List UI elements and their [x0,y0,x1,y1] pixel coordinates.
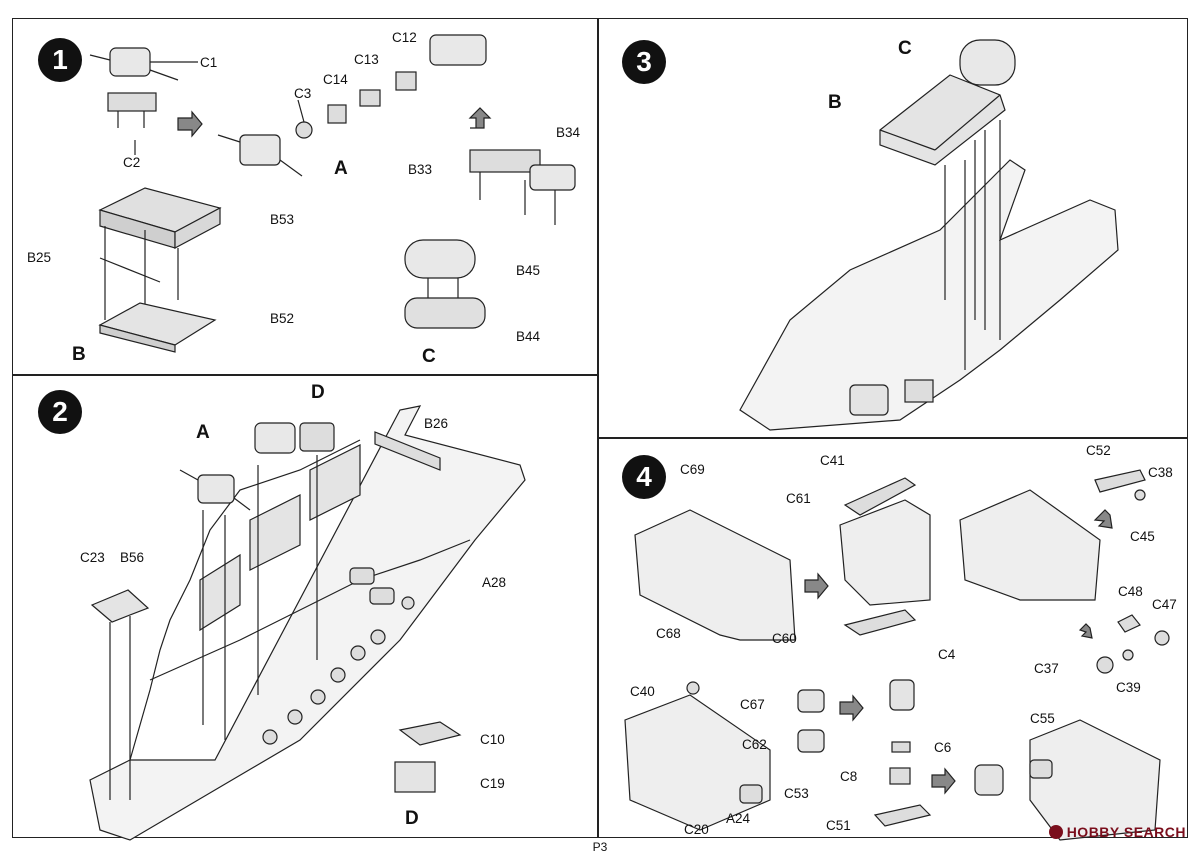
subassembly-label-d-bottom: D [405,808,419,829]
part-label-c23: C23 [80,550,105,565]
part-label-b56: B56 [120,550,145,565]
part-label-c14: C14 [323,72,348,87]
part-label-c8: C8 [840,769,858,784]
part-label-c48: C48 [1118,584,1143,599]
part-label-c52: C52 [1086,443,1111,458]
page-number: P3 [592,840,608,854]
part-label-c2: C2 [123,155,141,170]
part-label-c51: C51 [826,818,851,833]
step-number-4: 4 [622,455,666,499]
part-label-c61: C61 [786,491,811,506]
step1-panel [12,18,598,375]
part-label-c3: C3 [294,86,312,101]
watermark-logo-icon [1048,825,1063,839]
subassembly-label-a-step2: A [196,422,210,443]
part-label-c1: C1 [200,55,218,70]
part-label-c53: C53 [784,786,809,801]
part-label-c38: C38 [1148,465,1173,480]
part-label-b25: B25 [27,250,52,265]
part-label-c55: C55 [1030,711,1055,726]
watermark-text: HOBBY SEARCH [1066,824,1186,840]
part-label-a24: A24 [726,811,751,826]
part-label-c41: C41 [820,453,845,468]
part-label-c62: C62 [742,737,767,752]
part-label-c67: C67 [740,697,765,712]
part-label-c39: C39 [1116,680,1141,695]
subassembly-label-b-step3: B [828,92,842,113]
watermark: HOBBY SEARCH [1048,824,1186,840]
part-label-b44: B44 [516,329,541,344]
subassembly-label-c-step3: C [898,38,912,59]
step3-panel [598,18,1188,438]
part-label-c37: C37 [1034,661,1059,676]
part-label-c12: C12 [392,30,417,45]
step-number-2: 2 [38,390,82,434]
part-label-b52: B52 [270,311,295,326]
part-label-c45: C45 [1130,529,1155,544]
part-label-c69: C69 [680,462,705,477]
part-label-c68: C68 [656,626,681,641]
part-label-c60: C60 [772,631,797,646]
part-label-b45: B45 [516,263,541,278]
step2-panel [12,375,598,838]
part-label-c13: C13 [354,52,379,67]
part-label-c40: C40 [630,684,655,699]
part-label-b34: B34 [556,125,581,140]
subassembly-label-a: A [334,158,348,179]
subassembly-label-d-top: D [311,382,325,403]
part-label-c6: C6 [934,740,952,755]
part-label-b53: B53 [270,212,295,227]
part-label-b33: B33 [408,162,433,177]
part-label-c19: C19 [480,776,505,791]
step-number-3: 3 [622,40,666,84]
part-label-c4: C4 [938,647,956,662]
part-label-c20: C20 [684,822,709,837]
part-label-c10: C10 [480,732,505,747]
part-label-c47: C47 [1152,597,1177,612]
step4-panel [598,438,1188,838]
subassembly-label-b: B [72,344,86,365]
subassembly-label-c: C [422,346,436,367]
part-label-a28: A28 [482,575,507,590]
step-number-1: 1 [38,38,82,82]
part-label-b26: B26 [424,416,449,431]
